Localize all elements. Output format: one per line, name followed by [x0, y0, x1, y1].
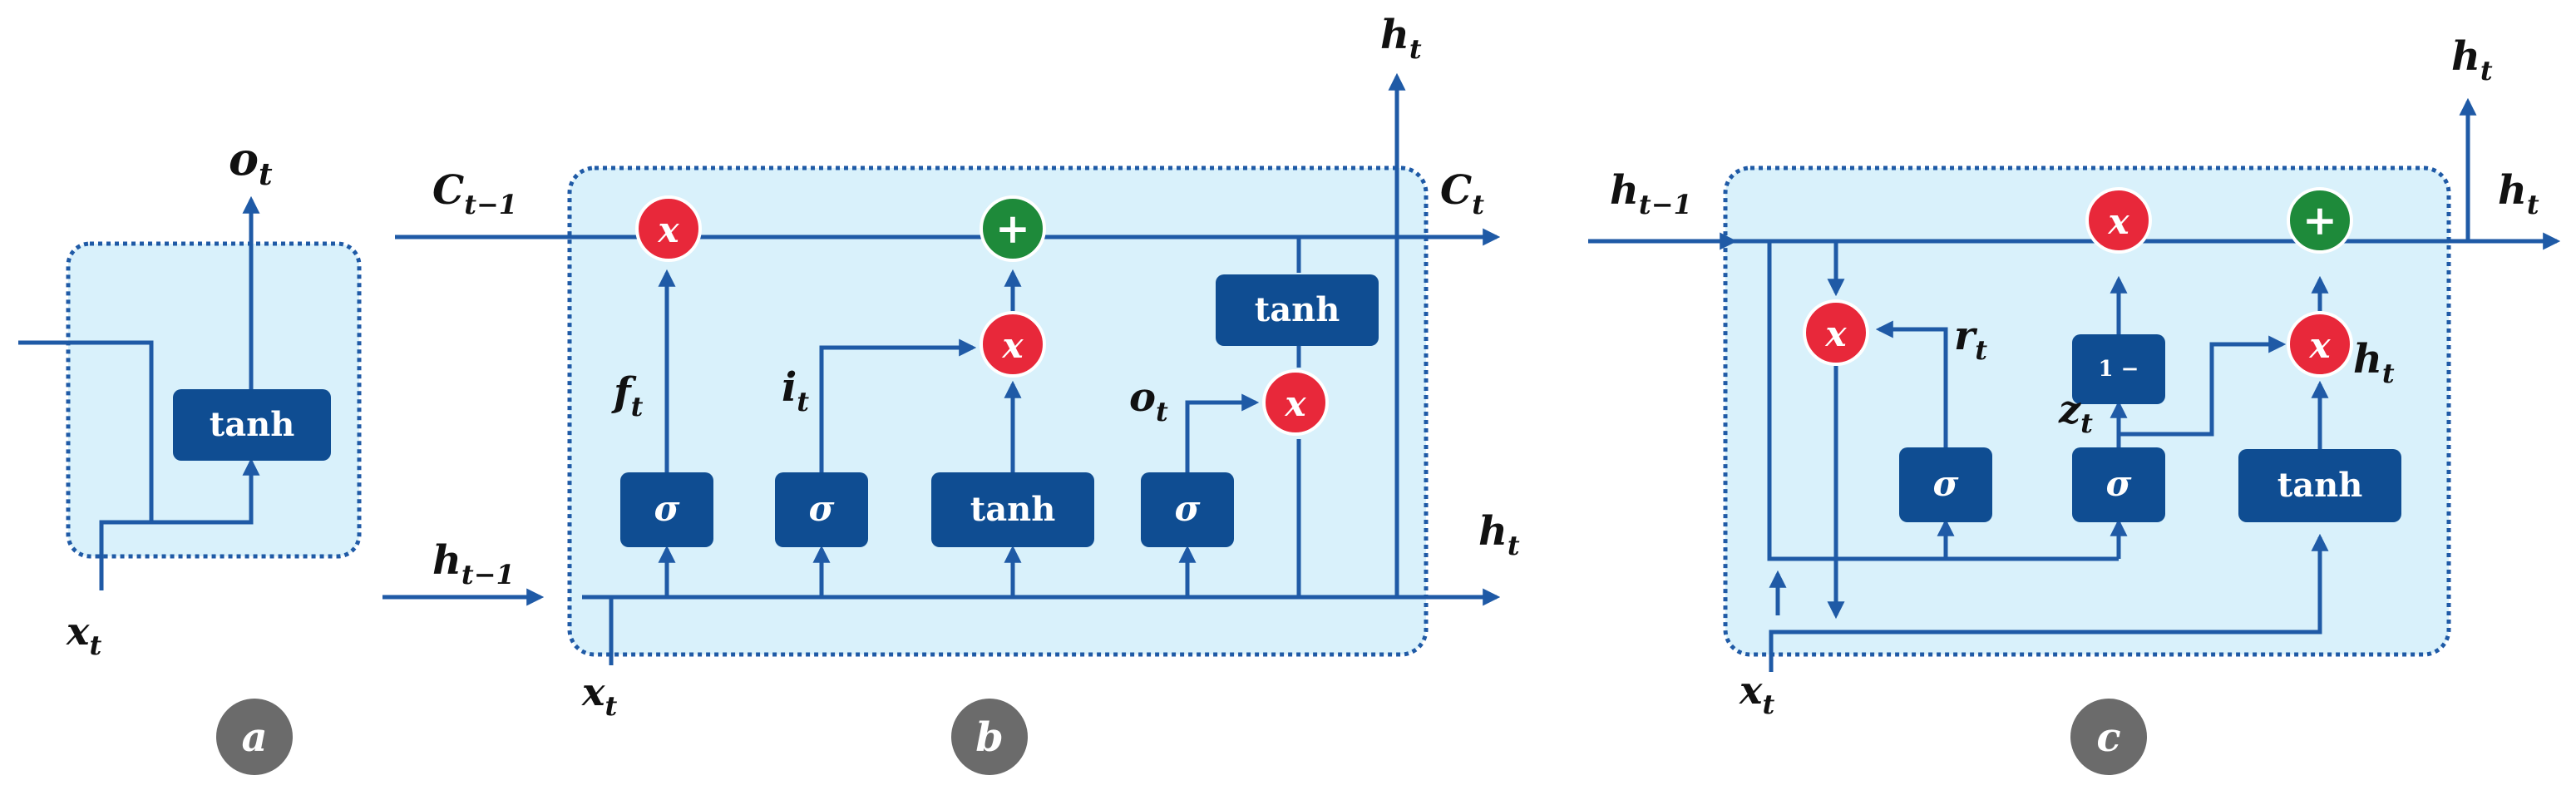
panel-c-update-multiply-op: x	[2085, 187, 2152, 254]
panel-c-update-label: zt	[2058, 387, 2093, 439]
panel-b-output-multiply-op: x	[1262, 369, 1329, 436]
panel-a-input-label: xt	[66, 609, 101, 661]
panel-b-output-gate-label: ot	[1129, 374, 1168, 427]
panel-b-cell-tanh-box: tanh	[1216, 274, 1379, 346]
panel-b-lstm: σ σ tanh σ tanh x + x	[382, 12, 1520, 775]
panel-c-hidden-in-label: ht−1	[1610, 167, 1692, 220]
panel-b-forget-sigma-box: σ	[620, 472, 713, 547]
svg-text:x: x	[2308, 325, 2331, 366]
svg-text:tanh: tanh	[1255, 290, 1340, 329]
panel-c-input-label: xt	[1739, 668, 1774, 720]
panel-b-input-sigma-box: σ	[775, 472, 868, 547]
panel-b-input-label: xt	[581, 669, 617, 722]
svg-text:σ: σ	[1175, 488, 1201, 529]
panel-b-badge: b	[951, 699, 1028, 775]
svg-text:x: x	[2107, 201, 2129, 242]
panel-c-reset-label: rt	[1954, 313, 1987, 366]
panel-c-badge: c	[2070, 699, 2147, 775]
svg-text:σ: σ	[1933, 463, 1959, 504]
svg-text:+: +	[995, 204, 1030, 253]
panel-b-cell-out-label: Ct	[1440, 167, 1484, 220]
panel-b-hidden-in-label: ht−1	[432, 537, 515, 590]
svg-text:x: x	[657, 210, 679, 250]
panel-c-candidate-tanh-box: tanh	[2238, 449, 2401, 522]
panel-c-update-sigma-box: σ	[2072, 447, 2165, 522]
panel-b-hidden-right-label: ht	[1478, 508, 1520, 561]
svg-text:x: x	[1284, 383, 1306, 424]
panel-a-output-label: ot	[229, 132, 273, 192]
svg-text:σ: σ	[654, 488, 680, 529]
panel-c-reset-multiply-op: x	[1803, 299, 1869, 366]
svg-text:a: a	[241, 714, 267, 761]
panel-c-reset-sigma-box: σ	[1899, 447, 1992, 522]
svg-text:+: +	[2302, 195, 2337, 244]
panel-c-candidate-multiply-op: x	[2287, 311, 2353, 378]
panel-b-hidden-top-label: ht	[1380, 12, 1422, 65]
panel-c-one-minus-box: 1 −	[2072, 334, 2165, 404]
svg-text:σ: σ	[2106, 463, 2132, 504]
panel-c-frame	[1723, 165, 2451, 657]
panel-a-badge: a	[216, 699, 293, 775]
svg-text:x: x	[1001, 325, 1024, 366]
svg-text:tanh: tanh	[970, 490, 1056, 529]
panel-c-hidden-right-label: ht	[2498, 167, 2539, 220]
svg-text:tanh: tanh	[2277, 466, 2363, 505]
panel-c-add-op: +	[2287, 187, 2353, 254]
panel-b-input-gate-label: it	[782, 364, 809, 417]
panel-a-tanh-box: tanh	[173, 389, 331, 461]
panel-a-rnn: tanh ot xt a	[18, 132, 362, 775]
panel-b-output-sigma-box: σ	[1141, 472, 1234, 547]
panel-b-cell-in-label: Ct−1	[432, 167, 517, 220]
svg-text:c: c	[2096, 714, 2120, 761]
panel-c-hidden-top-label: ht	[2451, 33, 2493, 86]
panel-b-input-multiply-op: x	[980, 311, 1046, 378]
panel-b-add-op: +	[980, 195, 1046, 262]
svg-text:b: b	[975, 714, 1004, 761]
panel-a-tanh-label: tanh	[210, 405, 295, 444]
panel-c-hidden-candidate-label: ht	[2353, 336, 2395, 389]
panel-c-gru: σ σ 1 − tanh x x + x	[1588, 33, 2561, 775]
panel-b-forget-multiply-op: x	[635, 195, 702, 262]
svg-text:x: x	[1824, 314, 1847, 354]
svg-text:σ: σ	[809, 488, 835, 529]
panel-b-candidate-tanh-box: tanh	[931, 472, 1094, 547]
svg-text:1 −: 1 −	[2099, 357, 2139, 382]
